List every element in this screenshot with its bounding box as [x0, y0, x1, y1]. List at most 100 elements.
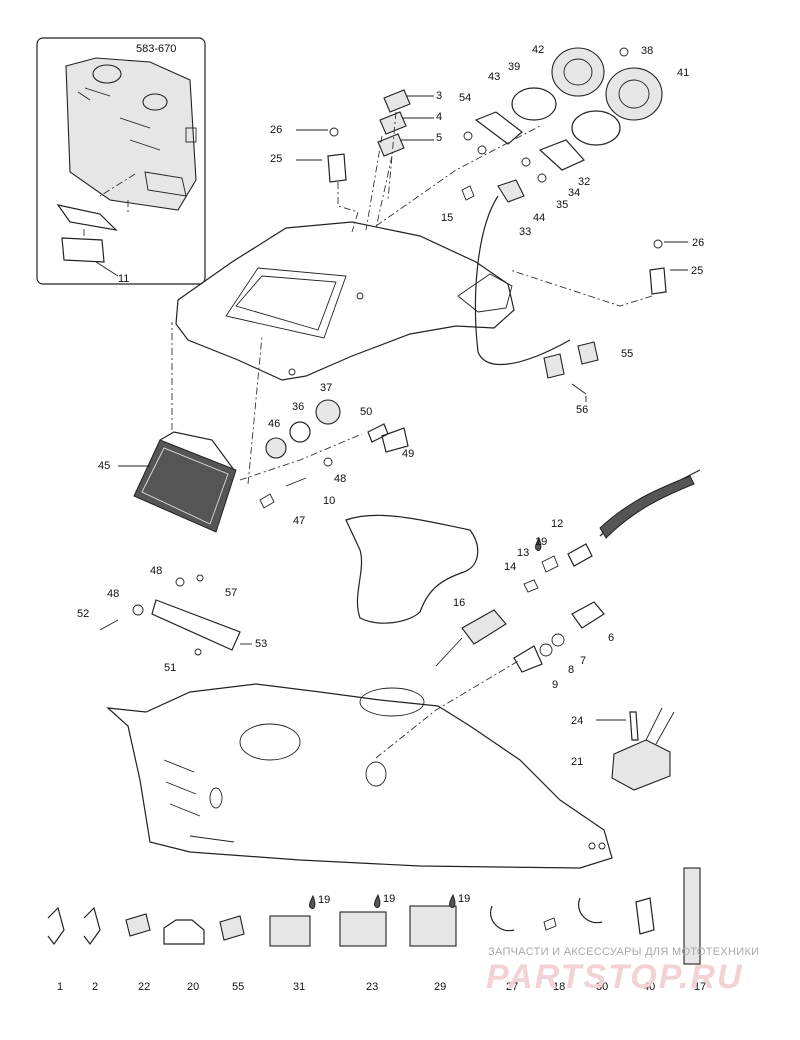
- callout-c26b: 26: [692, 237, 704, 249]
- headlight-lens: [141, 447, 229, 525]
- inset-frame: [36, 37, 206, 285]
- connector-23: [339, 911, 387, 947]
- switch-50: [367, 423, 389, 443]
- callout-c19d: 19: [458, 893, 470, 905]
- part-55b: [219, 915, 245, 941]
- callout-c19a: 19: [535, 536, 547, 548]
- callout-b23: 23: [366, 981, 378, 993]
- callout-c24: 24: [571, 715, 583, 727]
- callout-c7: 7: [580, 655, 586, 667]
- oil-tank-tab: [185, 127, 197, 143]
- callout-b40: 40: [643, 981, 655, 993]
- washer-48: [323, 457, 333, 467]
- callout-b17: 17: [694, 981, 706, 993]
- gauge-37: [315, 399, 341, 425]
- ignition-switch-16: [461, 609, 507, 645]
- callout-c41: 41: [677, 67, 689, 79]
- screw-52: [99, 619, 119, 631]
- connector-13: [541, 555, 559, 573]
- callout-c48c: 48: [107, 588, 119, 600]
- nut-a: [463, 131, 473, 141]
- key-wire: [435, 637, 463, 667]
- chassis-hole-2: [588, 842, 596, 850]
- drop-icon-19c: [374, 893, 381, 908]
- callout-c38: 38: [641, 45, 653, 57]
- dash-25b: [509, 269, 653, 307]
- bulb-46: [265, 437, 287, 459]
- connector-14: [523, 579, 539, 593]
- screw-56: [571, 383, 587, 395]
- bracket-25-right: [509, 239, 688, 307]
- gauge-42-face: [563, 58, 593, 86]
- callout-c37: 37: [320, 382, 332, 394]
- callout-c25b: 25: [691, 265, 703, 277]
- chassis-hole: [365, 761, 387, 787]
- callout-c52: 52: [77, 608, 89, 620]
- callout-c5: 5: [436, 132, 442, 144]
- callout-c26a: 26: [270, 124, 282, 136]
- oil-tank-filler: [142, 93, 168, 111]
- ignition-group: [375, 601, 605, 759]
- module-21: [611, 739, 671, 791]
- hood-window-inner: [235, 275, 337, 331]
- chassis-hole-3: [598, 842, 606, 850]
- lower-bracket: [99, 574, 252, 656]
- bolt-10: [285, 477, 307, 487]
- inset-label-11: 11: [118, 273, 129, 285]
- hood-hole-2: [288, 368, 296, 376]
- clip-25b: [649, 267, 667, 295]
- callout-c48b: 48: [150, 565, 162, 577]
- nut-b: [477, 145, 487, 155]
- watermark-logo: PARTSTOP.RU: [486, 958, 744, 996]
- callout-c4: 4: [436, 111, 442, 123]
- screw-38: [619, 47, 629, 57]
- key-6: [571, 601, 605, 629]
- callout-c14: 14: [504, 561, 516, 573]
- connector-29: [409, 905, 457, 947]
- chassis-vents: [163, 759, 235, 843]
- callout-c32: 32: [578, 176, 590, 188]
- clip-55a: [543, 353, 565, 379]
- part-47: [259, 493, 275, 509]
- callout-c55a: 55: [621, 348, 633, 360]
- screw-26a: [329, 127, 339, 137]
- callout-c15: 15: [441, 212, 453, 224]
- drop-icon-19b: [309, 894, 316, 909]
- callout-c35: 35: [556, 199, 568, 211]
- callout-b29: 29: [434, 981, 446, 993]
- module-wires: [645, 707, 675, 745]
- callout-b22: 22: [138, 981, 150, 993]
- callout-c21: 21: [571, 756, 583, 768]
- hood-body: [175, 221, 515, 381]
- callout-b27: 27: [506, 981, 518, 993]
- washer-8: [539, 643, 553, 657]
- callout-c33: 33: [519, 226, 531, 238]
- oil-tank-cap: [92, 64, 122, 84]
- nut-35: [537, 173, 547, 183]
- nut-51: [194, 648, 202, 656]
- watermark: ЗАПЧАСТИ И АКСЕССУАРЫ ДЛЯ МОТОТЕХНИКИ PA…: [486, 946, 759, 996]
- callout-b55: 55: [232, 981, 244, 993]
- dash-parts: [239, 399, 409, 509]
- coil-shading: [599, 475, 695, 539]
- callout-c51: 51: [164, 662, 176, 674]
- gauge-42: [551, 47, 605, 97]
- switch-group: [365, 89, 434, 231]
- switch-5: [377, 133, 405, 157]
- chassis-mark: [209, 787, 223, 809]
- callout-b2: 2: [92, 981, 98, 993]
- chassis-body: [106, 683, 613, 869]
- grommet-44: [497, 179, 525, 203]
- headlight-assembly: [118, 322, 263, 533]
- gauge-ring-43: [571, 110, 621, 146]
- watermark-tagline: ЗАПЧАСТИ И АКСЕССУАРЫ ДЛЯ МОТОТЕХНИКИ: [488, 946, 759, 958]
- hood-assembly: [175, 221, 515, 381]
- clamp-30: [578, 897, 603, 924]
- callout-c12: 12: [551, 518, 563, 530]
- chassis: [106, 683, 613, 869]
- callout-c6: 6: [608, 632, 614, 644]
- inset-oil-reservoir: 583-670 11: [36, 37, 206, 285]
- inset-part-11: [61, 237, 105, 263]
